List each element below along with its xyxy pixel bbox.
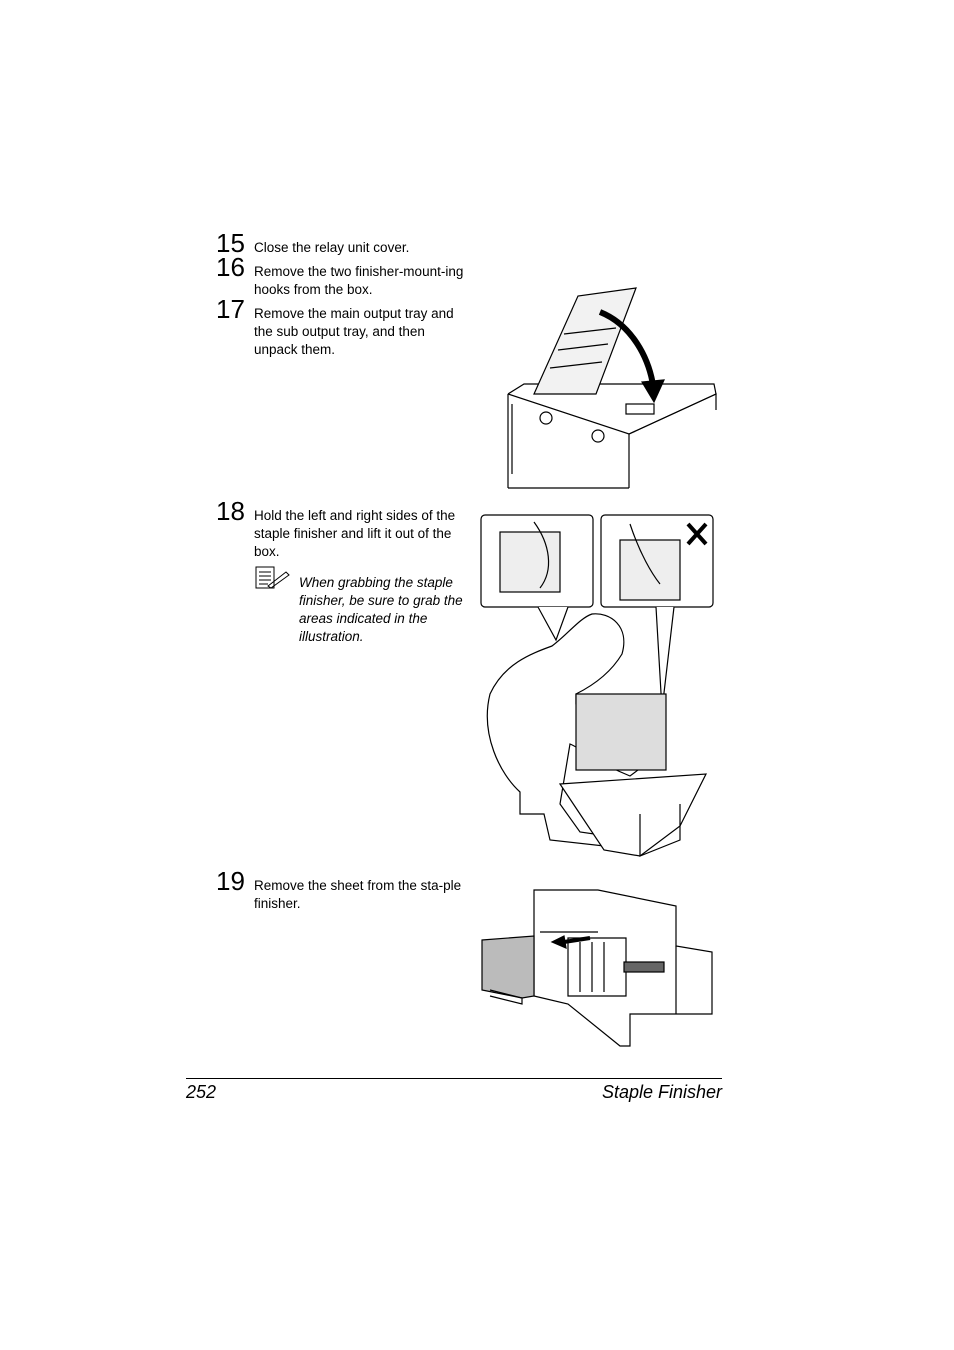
step-text: Remove the sheet from the sta-ple finish… bbox=[254, 878, 462, 911]
page-number: 252 bbox=[186, 1082, 217, 1102]
step-text: Remove the two finisher-mount-ing hooks … bbox=[254, 264, 464, 297]
section-title: Staple Finisher bbox=[601, 1082, 722, 1102]
step-text: Remove the main output tray and the sub … bbox=[254, 306, 454, 357]
lift-finisher-illustration bbox=[480, 514, 714, 860]
step-text: Close the relay unit cover. bbox=[254, 240, 410, 255]
note-text: When grabbing the staple finisher, be su… bbox=[299, 575, 463, 644]
remove-sheet-illustration bbox=[480, 886, 716, 1048]
step-number: 19 bbox=[216, 866, 245, 896]
step-number: 16 bbox=[216, 252, 245, 282]
step-number: 15 bbox=[216, 228, 245, 258]
footer-rule bbox=[186, 1078, 722, 1079]
step-number: 18 bbox=[216, 496, 245, 526]
relay-cover-illustration bbox=[504, 284, 720, 490]
note-pencil-icon bbox=[254, 566, 290, 590]
step-text: Hold the left and right sides of the sta… bbox=[254, 508, 456, 559]
step-number: 17 bbox=[216, 294, 245, 324]
